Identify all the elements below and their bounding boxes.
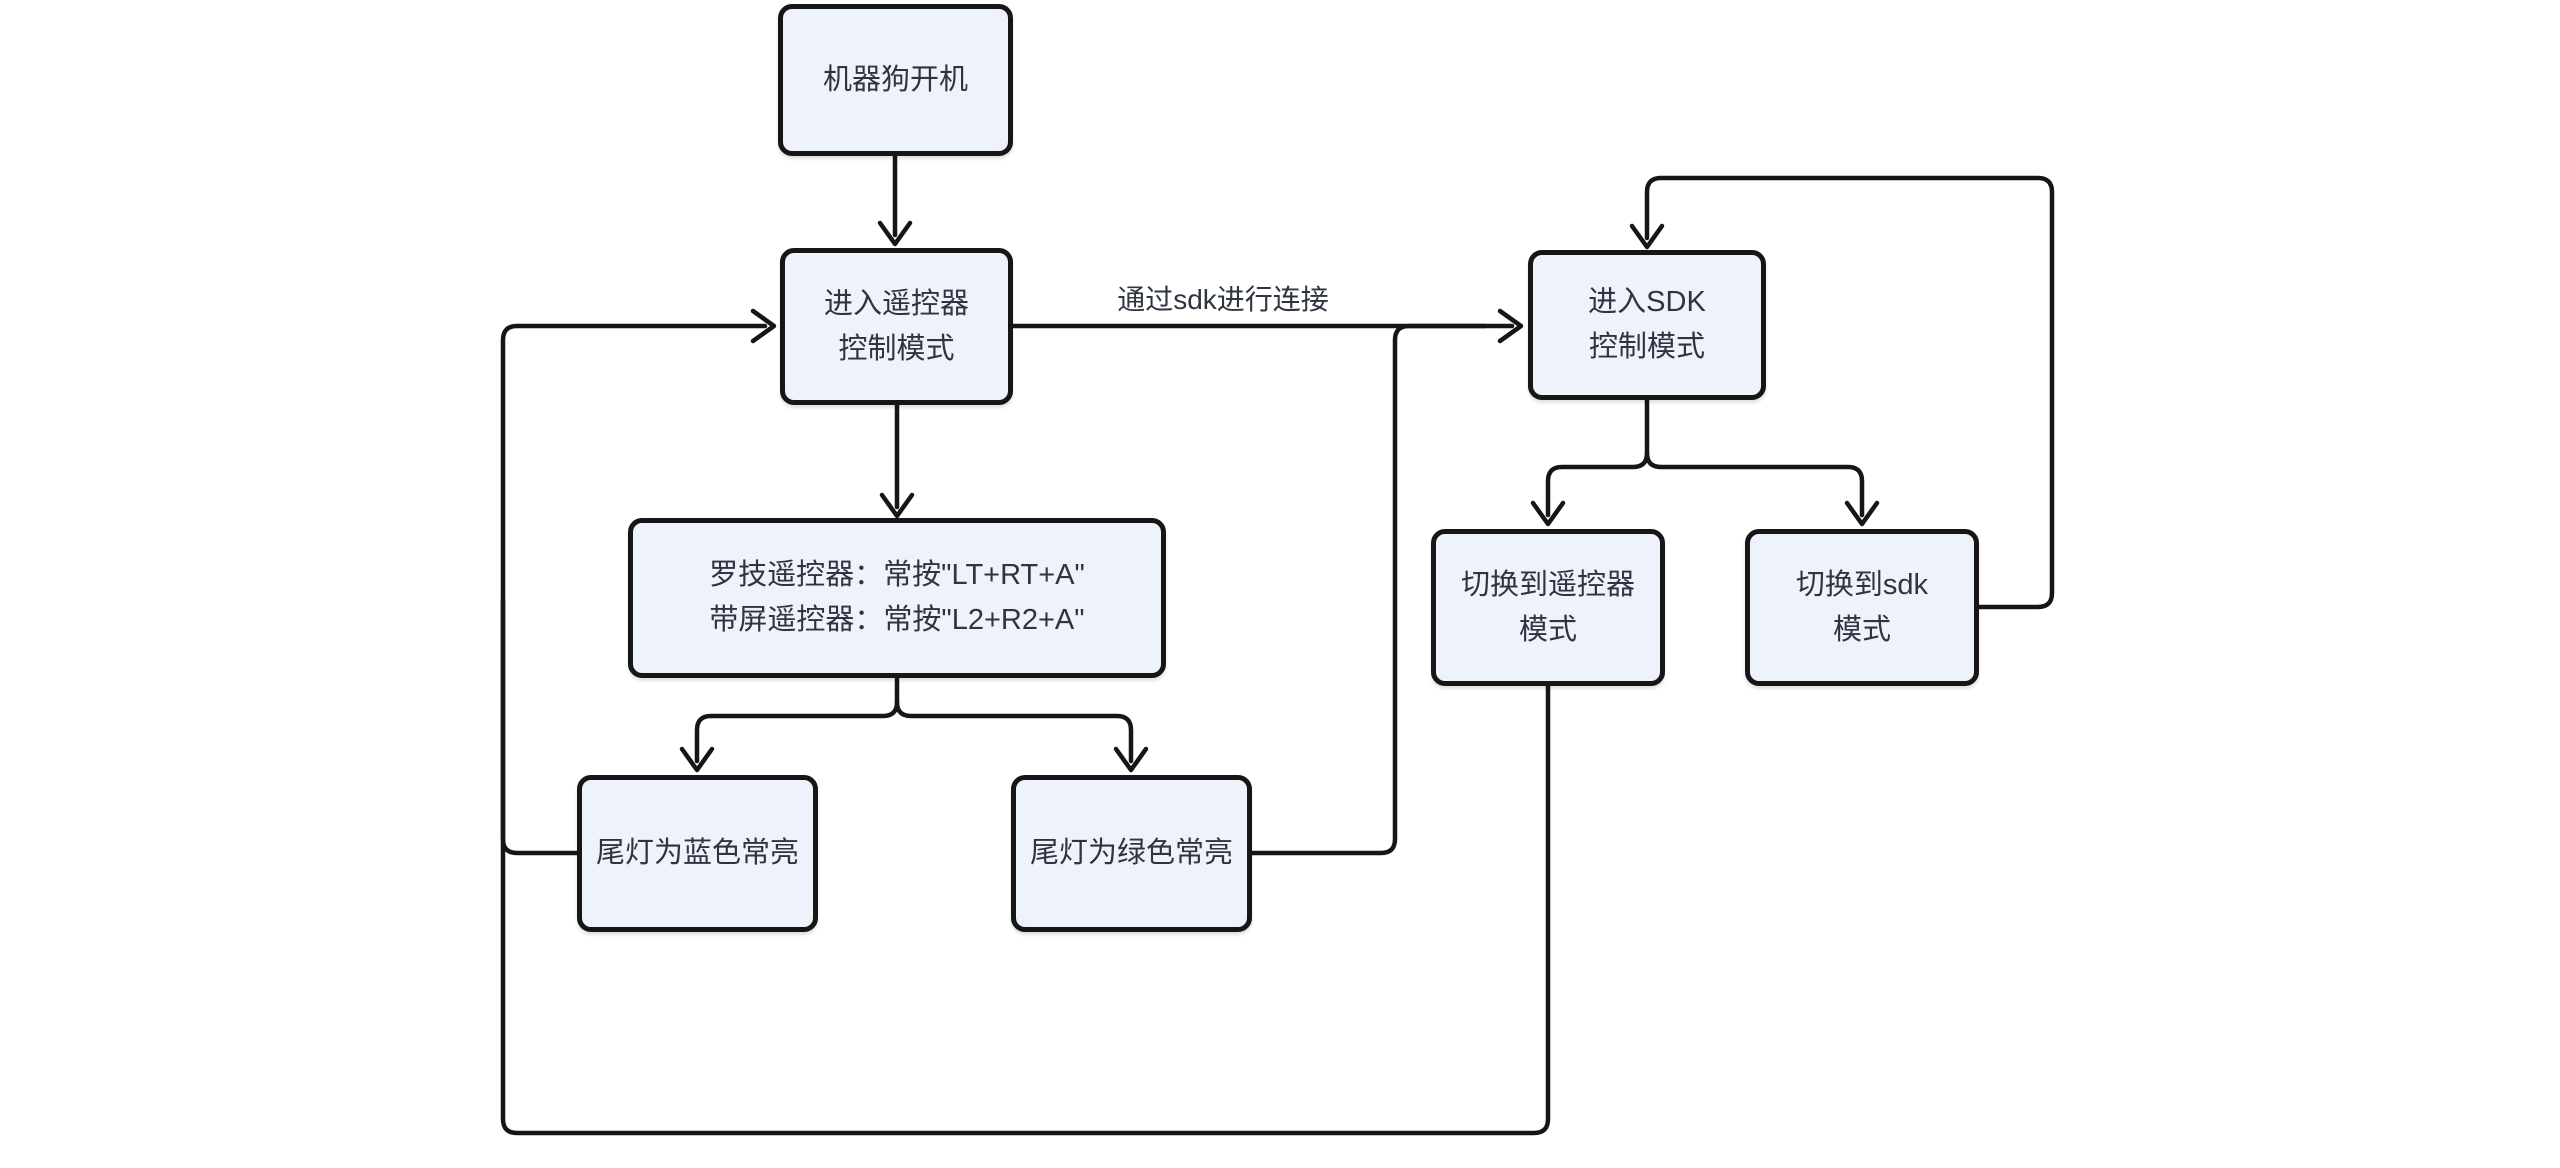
node-tail-blue: 尾灯为蓝色常亮 [577,775,818,932]
node-tail-green: 尾灯为绿色常亮 [1011,775,1252,932]
arrowhead-down [1844,500,1880,527]
node-switch-sdk: 切换到sdk 模式 [1745,529,1979,686]
arrowhead-right [750,308,777,344]
edge-press-combo-to-tail-green [894,699,1149,773]
node-switch-remote: 切换到遥控器 模式 [1431,529,1665,686]
arrowhead-down [1113,746,1149,773]
edge-sdk-mode-to-switch-remote [1530,397,1650,527]
edge-switch-sdk-to-sdk-mode [1629,175,2055,610]
edge-label-connect-via-sdk: 通过sdk进行连接 [1113,278,1333,318]
edge-power-on-to-remote-mode [877,153,913,247]
edge-tail-blue-to-remote-mode [500,597,580,856]
arrowhead-down [1629,223,1665,250]
node-press-combo: 罗技遥控器：常按"LT+RT+A" 带屏遥控器：常按"L2+R2+A" [628,518,1166,678]
arrowhead-down [679,746,715,773]
node-remote-mode: 进入遥控器 控制模式 [780,248,1013,405]
edge-press-combo-to-tail-blue [679,675,900,773]
edge-tail-green-to-sdk-mode [1249,323,1488,856]
edge-switch-remote-to-remote-mode [500,308,1551,1136]
edge-remote-mode-to-press-combo [879,402,915,519]
arrowhead-right [1497,308,1524,344]
edge-sdk-mode-to-switch-sdk [1644,450,1880,527]
arrowhead-down [1530,500,1566,527]
node-power-on: 机器狗开机 [778,4,1013,156]
arrowhead-down [879,492,915,519]
node-sdk-mode: 进入SDK 控制模式 [1528,250,1766,400]
arrowhead-down [877,220,913,247]
